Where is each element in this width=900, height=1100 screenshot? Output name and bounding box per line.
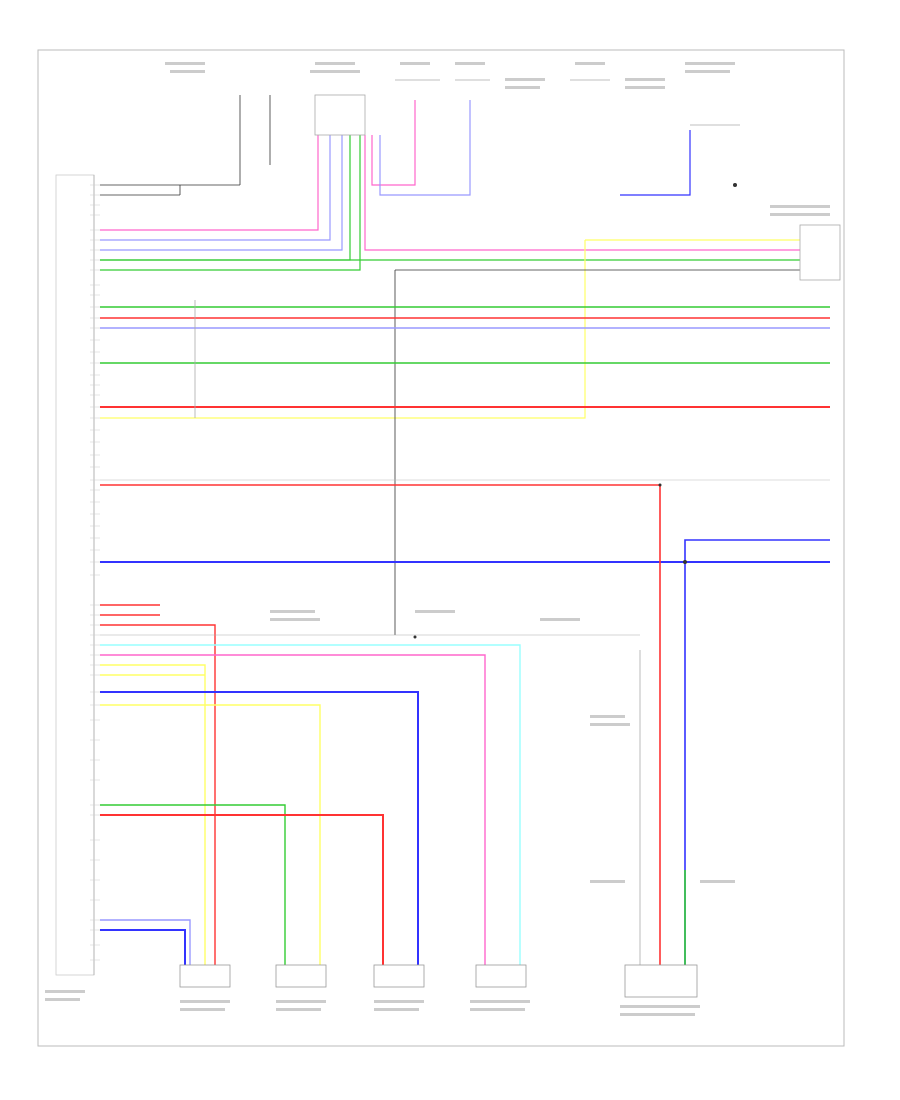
long-horizontal-wires	[100, 306, 830, 563]
label-marks	[45, 62, 830, 1016]
right-connector-bracket	[799, 224, 841, 281]
bottom-components	[179, 964, 698, 998]
splice-points	[413, 183, 737, 639]
component-1	[179, 964, 231, 988]
main-ecu-connector	[55, 174, 95, 976]
connector-pin-ticks	[90, 184, 100, 961]
right-connector-wires	[100, 484, 830, 965]
component-5	[624, 964, 698, 998]
diagram-frame	[37, 49, 845, 1047]
component-4	[475, 964, 527, 988]
upper-left-wires	[100, 135, 361, 271]
top-connector-stubs	[314, 79, 740, 136]
top-switch-wires	[364, 100, 800, 251]
top-black-wires	[100, 95, 271, 196]
component-2	[275, 964, 327, 988]
lower-wires	[100, 604, 640, 965]
right-top-wires	[100, 130, 800, 635]
component-3	[373, 964, 425, 988]
